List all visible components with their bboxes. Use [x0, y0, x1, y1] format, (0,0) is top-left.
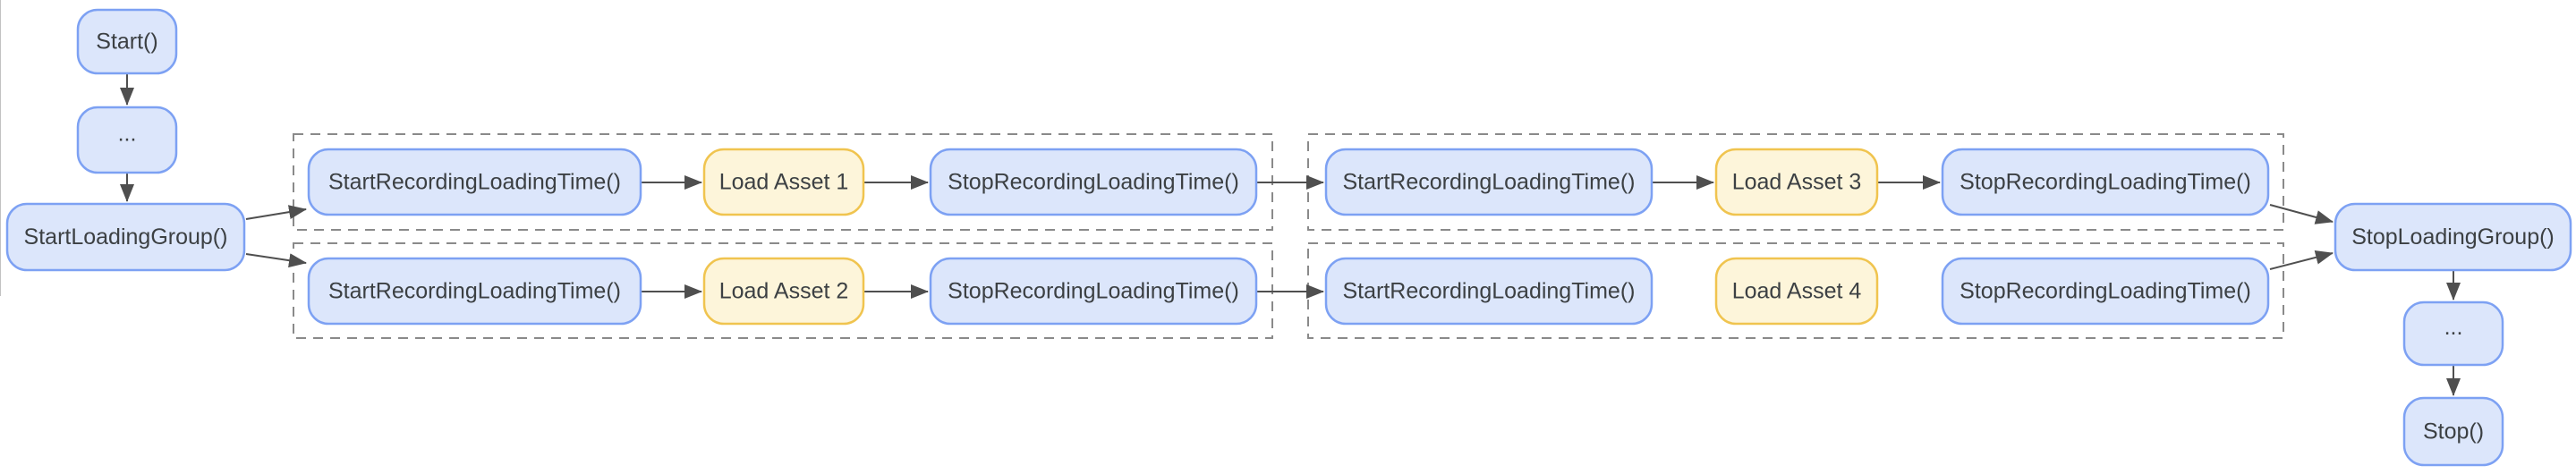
stop-loading-group-label: StopLoadingGroup()	[2351, 224, 2555, 250]
g1r1-start-rec-label: StartRecordingLoadingTime()	[328, 170, 621, 195]
g2r2-stop-rec-label: StopRecordingLoadingTime()	[1960, 279, 2251, 304]
g1r1-load-box	[702, 148, 865, 216]
g1r1-load-node: Load Asset 1	[702, 148, 865, 216]
g2r2-start-rec-label: StartRecordingLoadingTime()	[1342, 279, 1635, 304]
g1r2-start-rec-label: StartRecordingLoadingTime()	[328, 279, 621, 304]
start-loading-group-node: StartLoadingGroup()	[5, 202, 246, 272]
edge-g2r1-stop-rec-to-stop-loading-group	[2269, 204, 2334, 224]
ellipsis-bottom-label: ...	[2444, 315, 2463, 340]
start-node: Start()	[76, 8, 178, 75]
g1r1-stop-rec-box	[929, 148, 1258, 216]
g1r1-stop-rec-label: StopRecordingLoadingTime()	[948, 170, 1239, 195]
g2r1-load-node: Load Asset 3	[1714, 148, 1879, 216]
g2r1-start-rec-box	[1324, 148, 1654, 216]
g2r2-load-node: Load Asset 4	[1714, 257, 1879, 326]
g2r2-load-box	[1714, 257, 1879, 326]
ellipsis-bottom-box	[2402, 300, 2504, 367]
g2r1-stop-rec-node: StopRecordingLoadingTime()	[1941, 148, 2270, 216]
g1r1-load-label: Load Asset 1	[719, 170, 849, 195]
ellipsis-top-label: ...	[118, 122, 137, 147]
g1r2-load-label: Load Asset 2	[719, 279, 849, 304]
g2r1-load-box	[1714, 148, 1879, 216]
g1r1-stop-rec-node: StopRecordingLoadingTime()	[929, 148, 1258, 216]
ellipsis-bottom-node: ...	[2402, 300, 2504, 367]
ellipsis-top-box	[76, 106, 178, 174]
stop-label: Stop()	[2423, 419, 2484, 444]
g1r1-start-rec-node: StartRecordingLoadingTime()	[307, 148, 642, 216]
g2r1-load-label: Load Asset 3	[1732, 170, 1862, 195]
stop-box	[2402, 396, 2504, 467]
g2r1-start-rec-label: StartRecordingLoadingTime()	[1342, 170, 1635, 195]
g1r2-stop-rec-node: StopRecordingLoadingTime()	[929, 257, 1258, 326]
g1r2-start-rec-box	[307, 257, 642, 326]
g2r1-start-rec-node: StartRecordingLoadingTime()	[1324, 148, 1654, 216]
g2r1-stop-rec-label: StopRecordingLoadingTime()	[1960, 170, 2251, 195]
g2r2-stop-rec-node: StopRecordingLoadingTime()	[1941, 257, 2270, 326]
g2r1-stop-rec-box	[1941, 148, 2270, 216]
stop-node: Stop()	[2402, 396, 2504, 467]
flow-nodes-layer: Start()... StartLoadingGroup() StartRecord…	[5, 8, 2572, 467]
start-box	[76, 8, 178, 75]
start-loading-group-label: StartLoadingGroup()	[24, 224, 228, 250]
g2r2-start-rec-box	[1324, 257, 1654, 326]
start-loading-group-box	[5, 202, 246, 272]
stop-loading-group-node: StopLoadingGroup()	[2334, 202, 2572, 272]
edge-g2r2-stop-rec-to-stop-loading-group	[2269, 250, 2334, 270]
edge-start-loading-group-to-g1r2-start-rec	[245, 253, 307, 268]
flow-arrows-layer	[120, 74, 2461, 396]
g2r2-start-rec-node: StartRecordingLoadingTime()	[1324, 257, 1654, 326]
g1r1-start-rec-box	[307, 148, 642, 216]
edge-start-loading-group-to-g1r1-start-rec	[245, 205, 307, 220]
g1r2-stop-rec-label: StopRecordingLoadingTime()	[948, 279, 1239, 304]
ellipsis-top-node: ...	[76, 106, 178, 174]
stop-loading-group-box	[2334, 202, 2572, 272]
g1r2-load-box	[702, 257, 865, 326]
start-label: Start()	[96, 30, 157, 55]
g2r2-load-label: Load Asset 4	[1732, 279, 1862, 304]
g2r2-stop-rec-box	[1941, 257, 2270, 326]
g1r2-stop-rec-box	[929, 257, 1258, 326]
g1r2-load-node: Load Asset 2	[702, 257, 865, 326]
g1r2-start-rec-node: StartRecordingLoadingTime()	[307, 257, 642, 326]
